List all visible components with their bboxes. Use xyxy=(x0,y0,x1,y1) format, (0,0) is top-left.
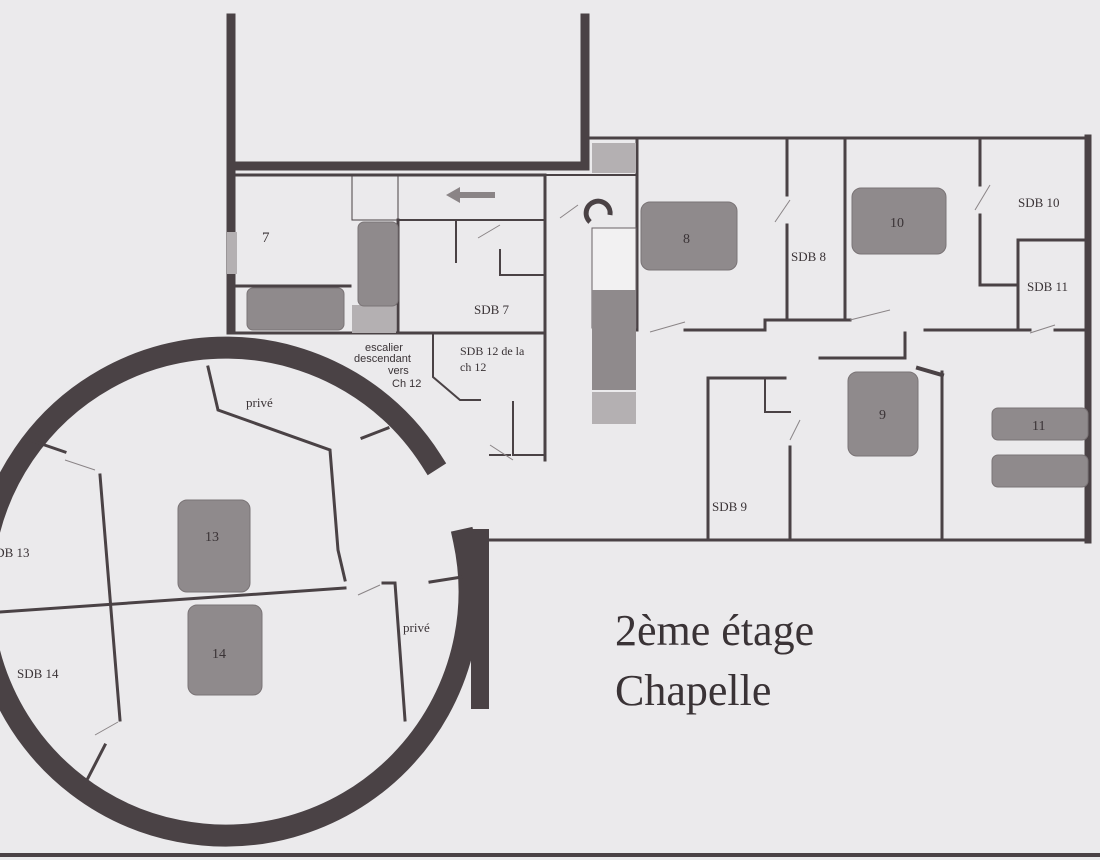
bed-8 xyxy=(640,201,738,271)
room-11-label: 11 xyxy=(1032,419,1045,434)
sdb12-label-1: SDB 12 de la xyxy=(460,344,525,358)
stair-label-3: vers xyxy=(388,365,409,377)
prive-label-2: privé xyxy=(403,620,430,635)
walls xyxy=(0,13,1092,847)
sdb13-label: SDB 13 xyxy=(0,545,30,560)
room-14-label: 14 xyxy=(212,647,226,662)
title-line-1: 2ème étage xyxy=(615,606,814,655)
stairs xyxy=(227,143,637,424)
prive-label-1: privé xyxy=(246,395,273,410)
bed-11b xyxy=(991,454,1089,488)
sdb10-label: SDB 10 xyxy=(1018,195,1060,210)
sdb14-label: SDB 14 xyxy=(17,666,59,681)
room-8-label: 8 xyxy=(683,232,690,247)
turn-arrow-icon xyxy=(583,198,613,224)
sdb9-label: SDB 9 xyxy=(712,499,747,514)
room-9-label: 9 xyxy=(879,408,886,423)
sdb12-label-2: ch 12 xyxy=(460,360,486,374)
bed-14 xyxy=(187,604,263,696)
room-labels: 7 SDB 7 SDB 12 de la ch 12 escalier desc… xyxy=(0,195,1068,681)
bed-10 xyxy=(851,187,947,255)
bed-11a xyxy=(991,407,1089,441)
furniture xyxy=(177,187,1089,696)
bed-13 xyxy=(177,499,251,593)
stair-label-2: descendant xyxy=(354,353,411,365)
sdb8-label: SDB 8 xyxy=(791,249,826,264)
room-10-label: 10 xyxy=(890,216,904,231)
stair-label-4: Ch 12 xyxy=(392,378,421,390)
plan-title: 2ème étage Chapelle xyxy=(615,606,814,715)
room-7-label: 7 xyxy=(262,230,270,246)
stair-label-1: escalier xyxy=(365,342,403,354)
title-line-2: Chapelle xyxy=(615,666,771,715)
door-swings xyxy=(64,184,1056,736)
bed-9 xyxy=(847,371,919,457)
sdb7-label: SDB 7 xyxy=(474,302,510,317)
room-13-label: 13 xyxy=(205,530,219,545)
sdb11-label: SDB 11 xyxy=(1027,279,1068,294)
